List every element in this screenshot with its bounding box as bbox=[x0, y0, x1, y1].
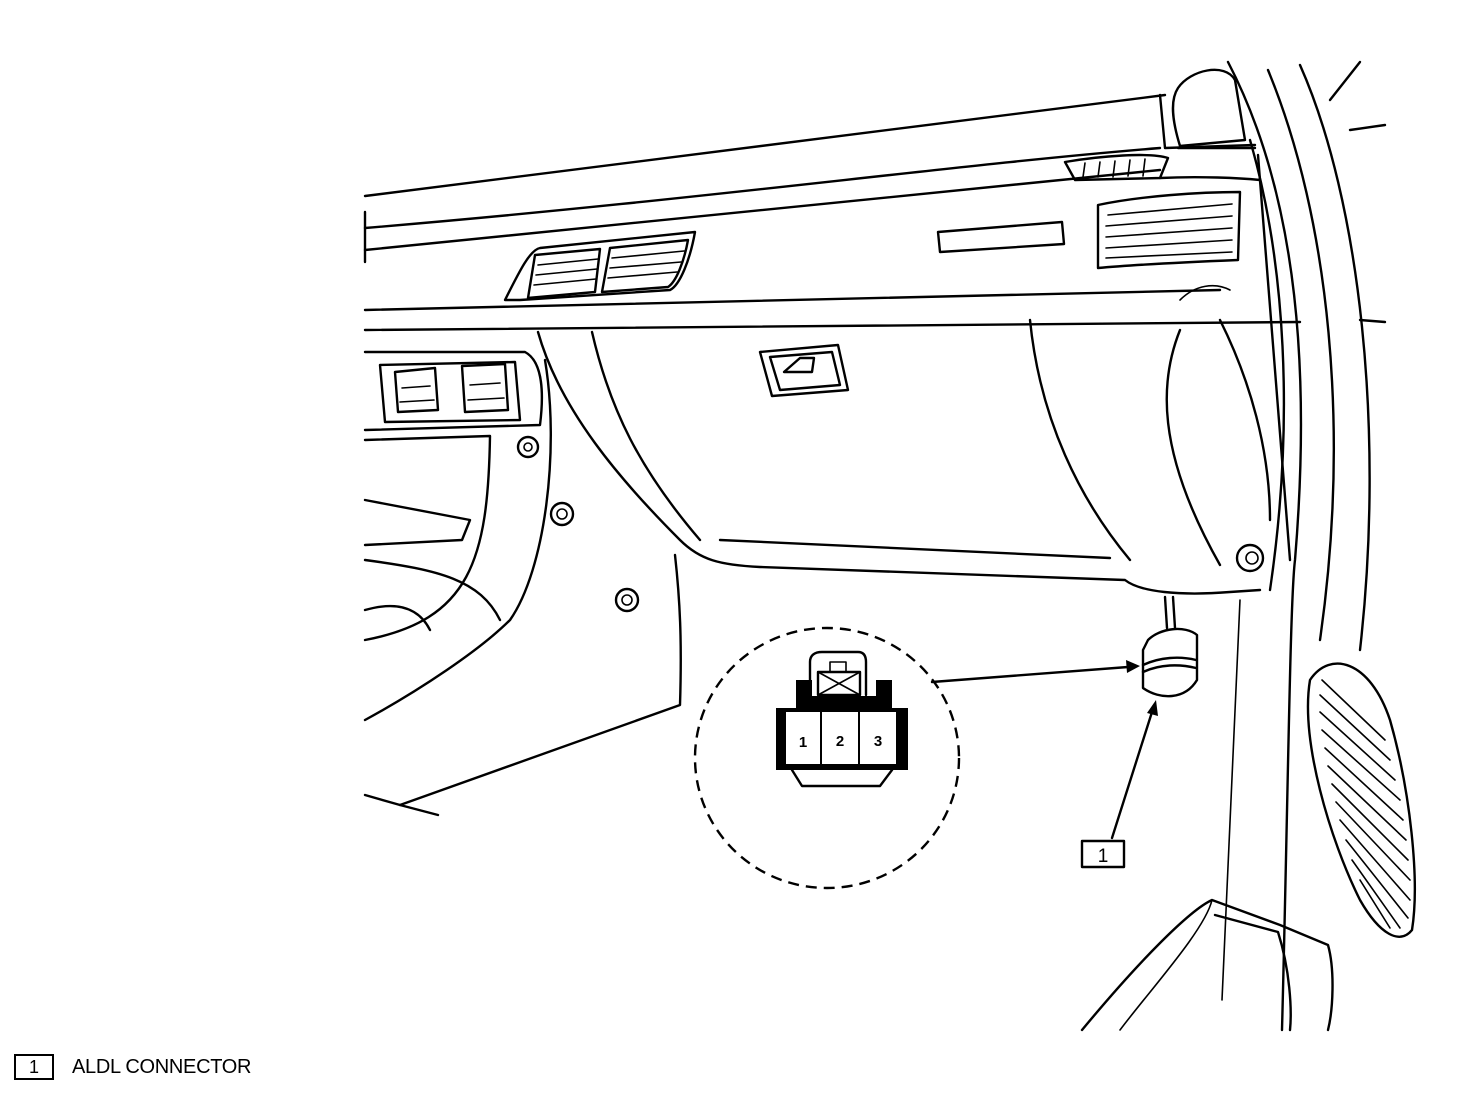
pin-1-label: 1 bbox=[799, 734, 807, 751]
glove-box bbox=[536, 284, 1272, 595]
side-vent-small bbox=[1063, 153, 1170, 182]
callout-arrow bbox=[1110, 700, 1158, 840]
screw-left-3 bbox=[614, 587, 640, 613]
legend-number: 1 bbox=[14, 1054, 54, 1080]
center-vents bbox=[503, 230, 697, 302]
pin-3-label: 3 bbox=[874, 733, 882, 750]
screw-left-1 bbox=[516, 435, 540, 459]
screw-left-2 bbox=[549, 501, 575, 527]
callout-number: 1 bbox=[1098, 846, 1109, 867]
glove-box-latch bbox=[758, 343, 850, 398]
door-pillar bbox=[1221, 60, 1387, 1032]
pillar-knob bbox=[1171, 68, 1247, 148]
screw-right bbox=[1235, 543, 1265, 573]
speaker-grille bbox=[1306, 662, 1416, 938]
dash-slot bbox=[936, 220, 1066, 254]
side-vent-large bbox=[1096, 190, 1242, 270]
connector-detail-view: 1 2 3 bbox=[693, 626, 961, 890]
callout-label: 1 bbox=[1080, 839, 1126, 869]
pin-2-label: 2 bbox=[836, 733, 844, 750]
detail-arrow bbox=[930, 660, 1140, 684]
legend: 1 ALDL CONNECTOR bbox=[14, 1052, 251, 1082]
door-sill bbox=[1080, 898, 1334, 1032]
legend-label: ALDL CONNECTOR bbox=[72, 1055, 252, 1078]
aldl-connector bbox=[1141, 595, 1199, 698]
dashboard-top bbox=[363, 93, 1302, 332]
center-console bbox=[363, 350, 682, 817]
